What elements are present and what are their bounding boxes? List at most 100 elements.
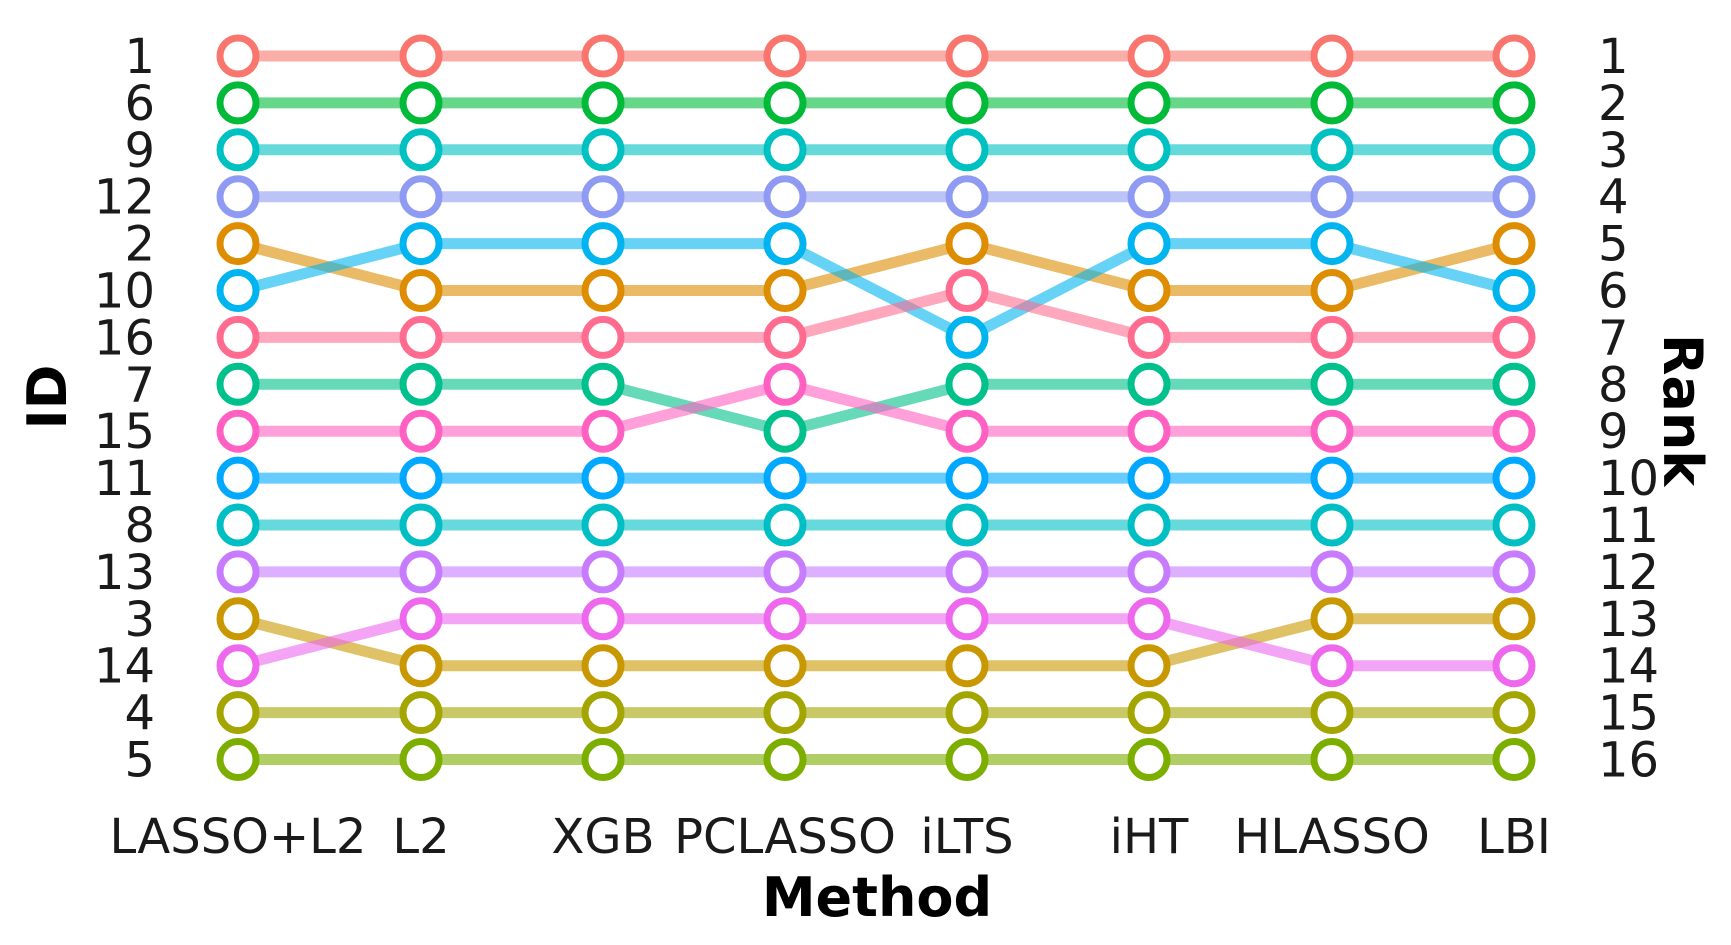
point-id-12-XGB: [581, 175, 625, 219]
left-tick-label: 8: [124, 498, 155, 554]
right-tick-label: 4: [1598, 170, 1629, 226]
right-tick-label: 2: [1598, 76, 1629, 132]
right-tick-label: 12: [1598, 545, 1659, 601]
right-tick-label: 5: [1598, 217, 1629, 273]
point-id-3-LASSO+L2: [216, 597, 260, 641]
point-id-16-LBI: [1492, 315, 1536, 359]
point-id-6-LBI: [1492, 81, 1536, 125]
left-tick-label: 11: [94, 451, 155, 507]
point-id-10-L2: [399, 222, 443, 266]
point-id-11-LBI: [1492, 456, 1536, 500]
x-tick-label: HLASSO: [1234, 809, 1430, 865]
left-axis-title: ID: [16, 365, 79, 430]
point-id-2-LBI: [1492, 222, 1536, 266]
point-id-10-HLASSO: [1310, 222, 1354, 266]
point-id-12-HLASSO: [1310, 175, 1354, 219]
point-id-15-XGB: [581, 409, 625, 453]
x-tick-label: L2: [392, 809, 449, 865]
point-id-6-HLASSO: [1310, 81, 1354, 125]
point-id-1-PCLASSO: [763, 34, 807, 78]
left-tick-label: 16: [94, 310, 155, 366]
point-id-8-LBI: [1492, 503, 1536, 547]
point-id-16-iHT: [1127, 315, 1171, 359]
point-id-15-iLTS: [945, 409, 989, 453]
series-line-id-14: [232, 613, 1520, 672]
point-id-10-iHT: [1127, 222, 1171, 266]
point-id-11-PCLASSO: [763, 456, 807, 500]
point-id-14-iLTS: [945, 597, 989, 641]
point-id-12-LASSO+L2: [216, 175, 260, 219]
left-tick-label: 10: [94, 264, 155, 320]
point-id-4-LASSO+L2: [216, 691, 260, 735]
point-id-15-HLASSO: [1310, 409, 1354, 453]
point-id-11-XGB: [581, 456, 625, 500]
point-id-4-iHT: [1127, 691, 1171, 735]
point-id-10-PCLASSO: [763, 222, 807, 266]
point-id-9-iLTS: [945, 128, 989, 172]
point-id-7-PCLASSO: [763, 409, 807, 453]
point-id-1-LBI: [1492, 34, 1536, 78]
point-id-2-HLASSO: [1310, 269, 1354, 312]
left-tick-label: 6: [124, 76, 155, 132]
point-id-5-HLASSO: [1310, 738, 1354, 781]
point-id-10-iLTS: [945, 315, 989, 359]
series-line-id-10: [232, 238, 1520, 343]
x-tick-label: LASSO+L2: [110, 809, 367, 865]
point-id-8-L2: [399, 503, 443, 547]
series-line-id-16: [232, 285, 1520, 343]
point-id-9-LBI: [1492, 128, 1536, 172]
point-id-14-iHT: [1127, 597, 1171, 641]
point-id-8-iLTS: [945, 503, 989, 547]
right-tick-label: 14: [1598, 639, 1659, 695]
point-id-1-iHT: [1127, 34, 1171, 78]
left-tick-label: 14: [94, 639, 155, 695]
point-id-5-XGB: [581, 738, 625, 781]
point-id-1-HLASSO: [1310, 34, 1354, 78]
point-id-7-L2: [399, 362, 443, 406]
point-id-13-XGB: [581, 550, 625, 594]
left-tick-label: 3: [124, 592, 155, 648]
point-id-9-HLASSO: [1310, 128, 1354, 172]
point-id-9-L2: [399, 128, 443, 172]
point-id-13-iLTS: [945, 550, 989, 594]
point-id-3-XGB: [581, 644, 625, 688]
point-id-8-PCLASSO: [763, 503, 807, 547]
right-tick-label: 7: [1598, 310, 1629, 366]
point-id-2-iHT: [1127, 269, 1171, 312]
point-id-9-XGB: [581, 128, 625, 172]
point-id-12-L2: [399, 175, 443, 219]
point-id-12-LBI: [1492, 175, 1536, 219]
point-id-1-L2: [399, 34, 443, 78]
point-id-9-LASSO+L2: [216, 128, 260, 172]
series-line-id-15: [232, 378, 1520, 437]
point-id-11-HLASSO: [1310, 456, 1354, 500]
point-id-10-XGB: [581, 222, 625, 266]
point-id-3-iHT: [1127, 644, 1171, 688]
x-tick-label: PCLASSO: [674, 809, 896, 865]
point-id-8-iHT: [1127, 503, 1171, 547]
point-id-4-HLASSO: [1310, 691, 1354, 735]
left-tick-label: 12: [94, 170, 155, 226]
point-id-2-iLTS: [945, 222, 989, 266]
point-id-6-PCLASSO: [763, 81, 807, 125]
point-id-13-iHT: [1127, 550, 1171, 594]
point-id-9-PCLASSO: [763, 128, 807, 172]
point-id-15-L2: [399, 409, 443, 453]
point-id-9-iHT: [1127, 128, 1171, 172]
point-id-3-L2: [399, 644, 443, 688]
point-id-7-XGB: [581, 362, 625, 406]
point-id-10-LASSO+L2: [216, 269, 260, 312]
point-id-2-XGB: [581, 269, 625, 312]
x-tick-label: XGB: [551, 809, 654, 865]
point-id-14-PCLASSO: [763, 597, 807, 641]
point-id-1-iLTS: [945, 34, 989, 78]
right-tick-label: 6: [1598, 264, 1629, 320]
point-id-3-LBI: [1492, 597, 1536, 641]
right-tick-label: 9: [1598, 404, 1629, 460]
x-tick-label: iLTS: [920, 809, 1013, 865]
point-id-16-L2: [399, 315, 443, 359]
point-id-11-iLTS: [945, 456, 989, 500]
point-id-16-HLASSO: [1310, 315, 1354, 359]
right-tick-label: 11: [1598, 498, 1659, 554]
